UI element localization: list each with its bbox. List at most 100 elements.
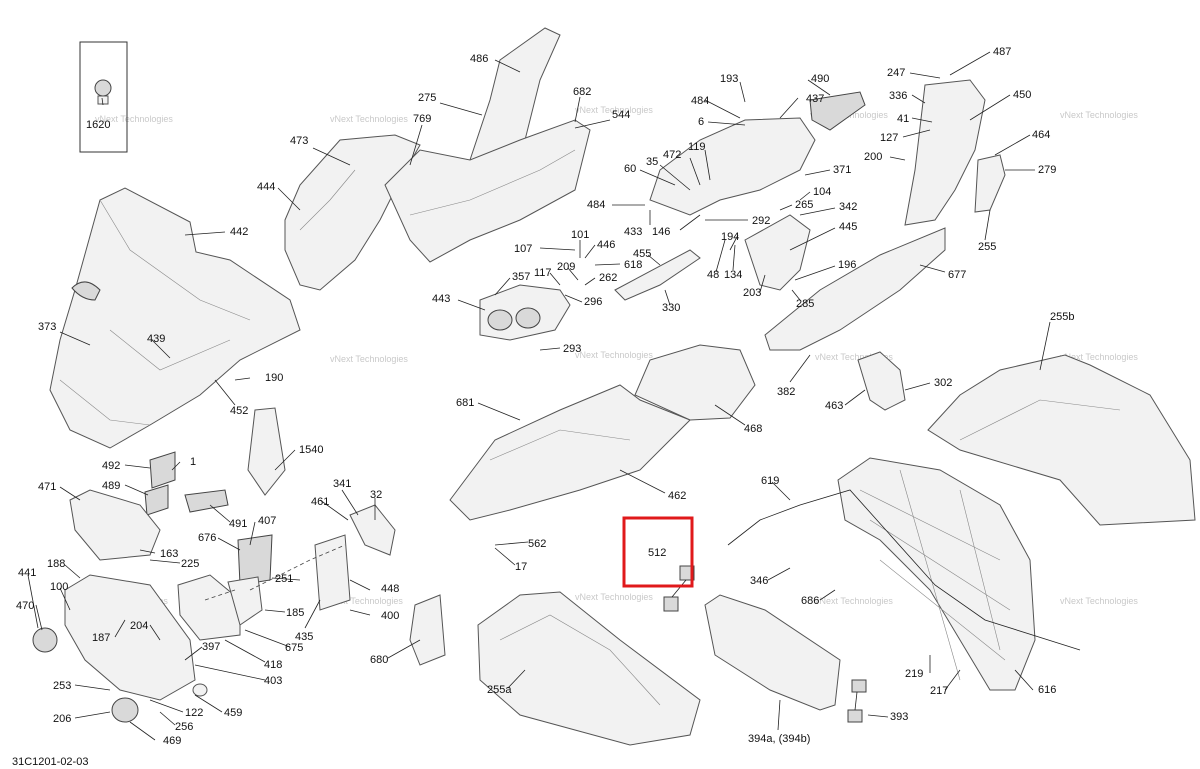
part-label: 336 <box>889 90 907 102</box>
part-label: 486 <box>470 53 488 65</box>
part-label: 446 <box>597 239 615 251</box>
part-label: 468 <box>744 423 762 435</box>
part-label: 452 <box>230 405 248 417</box>
watermark: vNext Technologies <box>1060 352 1138 362</box>
part-label: 463 <box>825 400 843 412</box>
part-label: 209 <box>557 261 575 273</box>
part-label: 279 <box>1038 164 1056 176</box>
part-label: 442 <box>230 226 248 238</box>
part-label: 394a, (394b) <box>748 733 810 745</box>
watermark: vNext Technologies <box>95 114 173 124</box>
part-label: 275 <box>418 92 436 104</box>
part-label: 464 <box>1032 129 1050 141</box>
part-label: 393 <box>890 711 908 723</box>
part-label: 487 <box>993 46 1011 58</box>
part-label: 100 <box>50 581 68 593</box>
watermark: vNext Technologies <box>1060 596 1138 606</box>
part-label: 119 <box>688 141 706 153</box>
part-label: 450 <box>1013 89 1031 101</box>
part-label: 461 <box>311 496 329 508</box>
part-label: 200 <box>864 151 882 163</box>
part-label: 769 <box>413 113 431 125</box>
part-label: 471 <box>38 481 56 493</box>
part-label: 293 <box>563 343 581 355</box>
part-label: 437 <box>806 93 824 105</box>
part-label: 435 <box>295 631 313 643</box>
part-label: 373 <box>38 321 56 333</box>
part-label: 433 <box>624 226 642 238</box>
part-label: 1540 <box>299 444 323 456</box>
part-label: 484 <box>691 95 709 107</box>
part-label: 187 <box>92 632 110 644</box>
part-label: 285 <box>796 298 814 310</box>
part-label: 262 <box>599 272 617 284</box>
part-label: 255 <box>978 241 996 253</box>
part-label: 469 <box>163 735 181 747</box>
part-label: 196 <box>838 259 856 271</box>
highlight-box <box>622 516 694 588</box>
part-label: 400 <box>381 610 399 622</box>
part-label: 382 <box>777 386 795 398</box>
part-label: 117 <box>534 267 552 279</box>
part-label: 490 <box>811 73 829 85</box>
part-label: 194 <box>721 231 739 243</box>
part-label: 462 <box>668 490 686 502</box>
part-label: 484 <box>587 199 605 211</box>
part-label: 492 <box>102 460 120 472</box>
part-label: 122 <box>185 707 203 719</box>
part-label: 60 <box>624 163 636 175</box>
watermark: vNext Technologies <box>575 592 653 602</box>
watermark: vNext Technologies <box>330 114 408 124</box>
part-label: 1620 <box>86 119 110 131</box>
part-label: 473 <box>290 135 308 147</box>
part-label: 562 <box>528 538 546 550</box>
watermark: vNext Technologies <box>330 354 408 364</box>
part-label: 247 <box>887 67 905 79</box>
part-label: 418 <box>264 659 282 671</box>
part-label: 107 <box>514 243 532 255</box>
part-label: 1 <box>190 456 196 468</box>
part-label: 253 <box>53 680 71 692</box>
part-label: 204 <box>130 620 148 632</box>
part-label: 441 <box>18 567 36 579</box>
part-label: 472 <box>663 149 681 161</box>
part-label: 146 <box>652 226 670 238</box>
watermark: vNext Technologies <box>575 105 653 115</box>
part-label: 48 <box>707 269 719 281</box>
part-label: 544 <box>612 109 630 121</box>
part-label: 445 <box>839 221 857 233</box>
part-label: 341 <box>333 478 351 490</box>
part-label: 448 <box>381 583 399 595</box>
part-label: 219 <box>905 668 923 680</box>
highlighted-part-label: 512 <box>648 547 666 559</box>
part-label: 403 <box>264 675 282 687</box>
part-label: 206 <box>53 713 71 725</box>
part-label: 470 <box>16 600 34 612</box>
part-label: 225 <box>181 558 199 570</box>
part-label: 357 <box>512 271 530 283</box>
part-label: 346 <box>750 575 768 587</box>
part-label: 296 <box>584 296 602 308</box>
part-label: 459 <box>224 707 242 719</box>
part-label: 163 <box>160 548 178 560</box>
part-label: 439 <box>147 333 165 345</box>
part-label: 675 <box>285 642 303 654</box>
part-label: 618 <box>624 259 642 271</box>
part-label: 397 <box>202 641 220 653</box>
part-label: 193 <box>720 73 738 85</box>
part-label: 17 <box>515 561 527 573</box>
part-label: 188 <box>47 558 65 570</box>
part-label: 190 <box>265 372 283 384</box>
part-label: 330 <box>662 302 680 314</box>
part-label: 681 <box>456 397 474 409</box>
part-label: 292 <box>752 215 770 227</box>
part-label: 251 <box>275 573 293 585</box>
part-label: 407 <box>258 515 276 527</box>
watermark: vNext Technologies <box>325 596 403 606</box>
part-label: 680 <box>370 654 388 666</box>
part-label: 619 <box>761 475 779 487</box>
part-label: 686 <box>801 595 819 607</box>
part-shapes <box>32 27 1196 746</box>
part-label: 185 <box>286 607 304 619</box>
